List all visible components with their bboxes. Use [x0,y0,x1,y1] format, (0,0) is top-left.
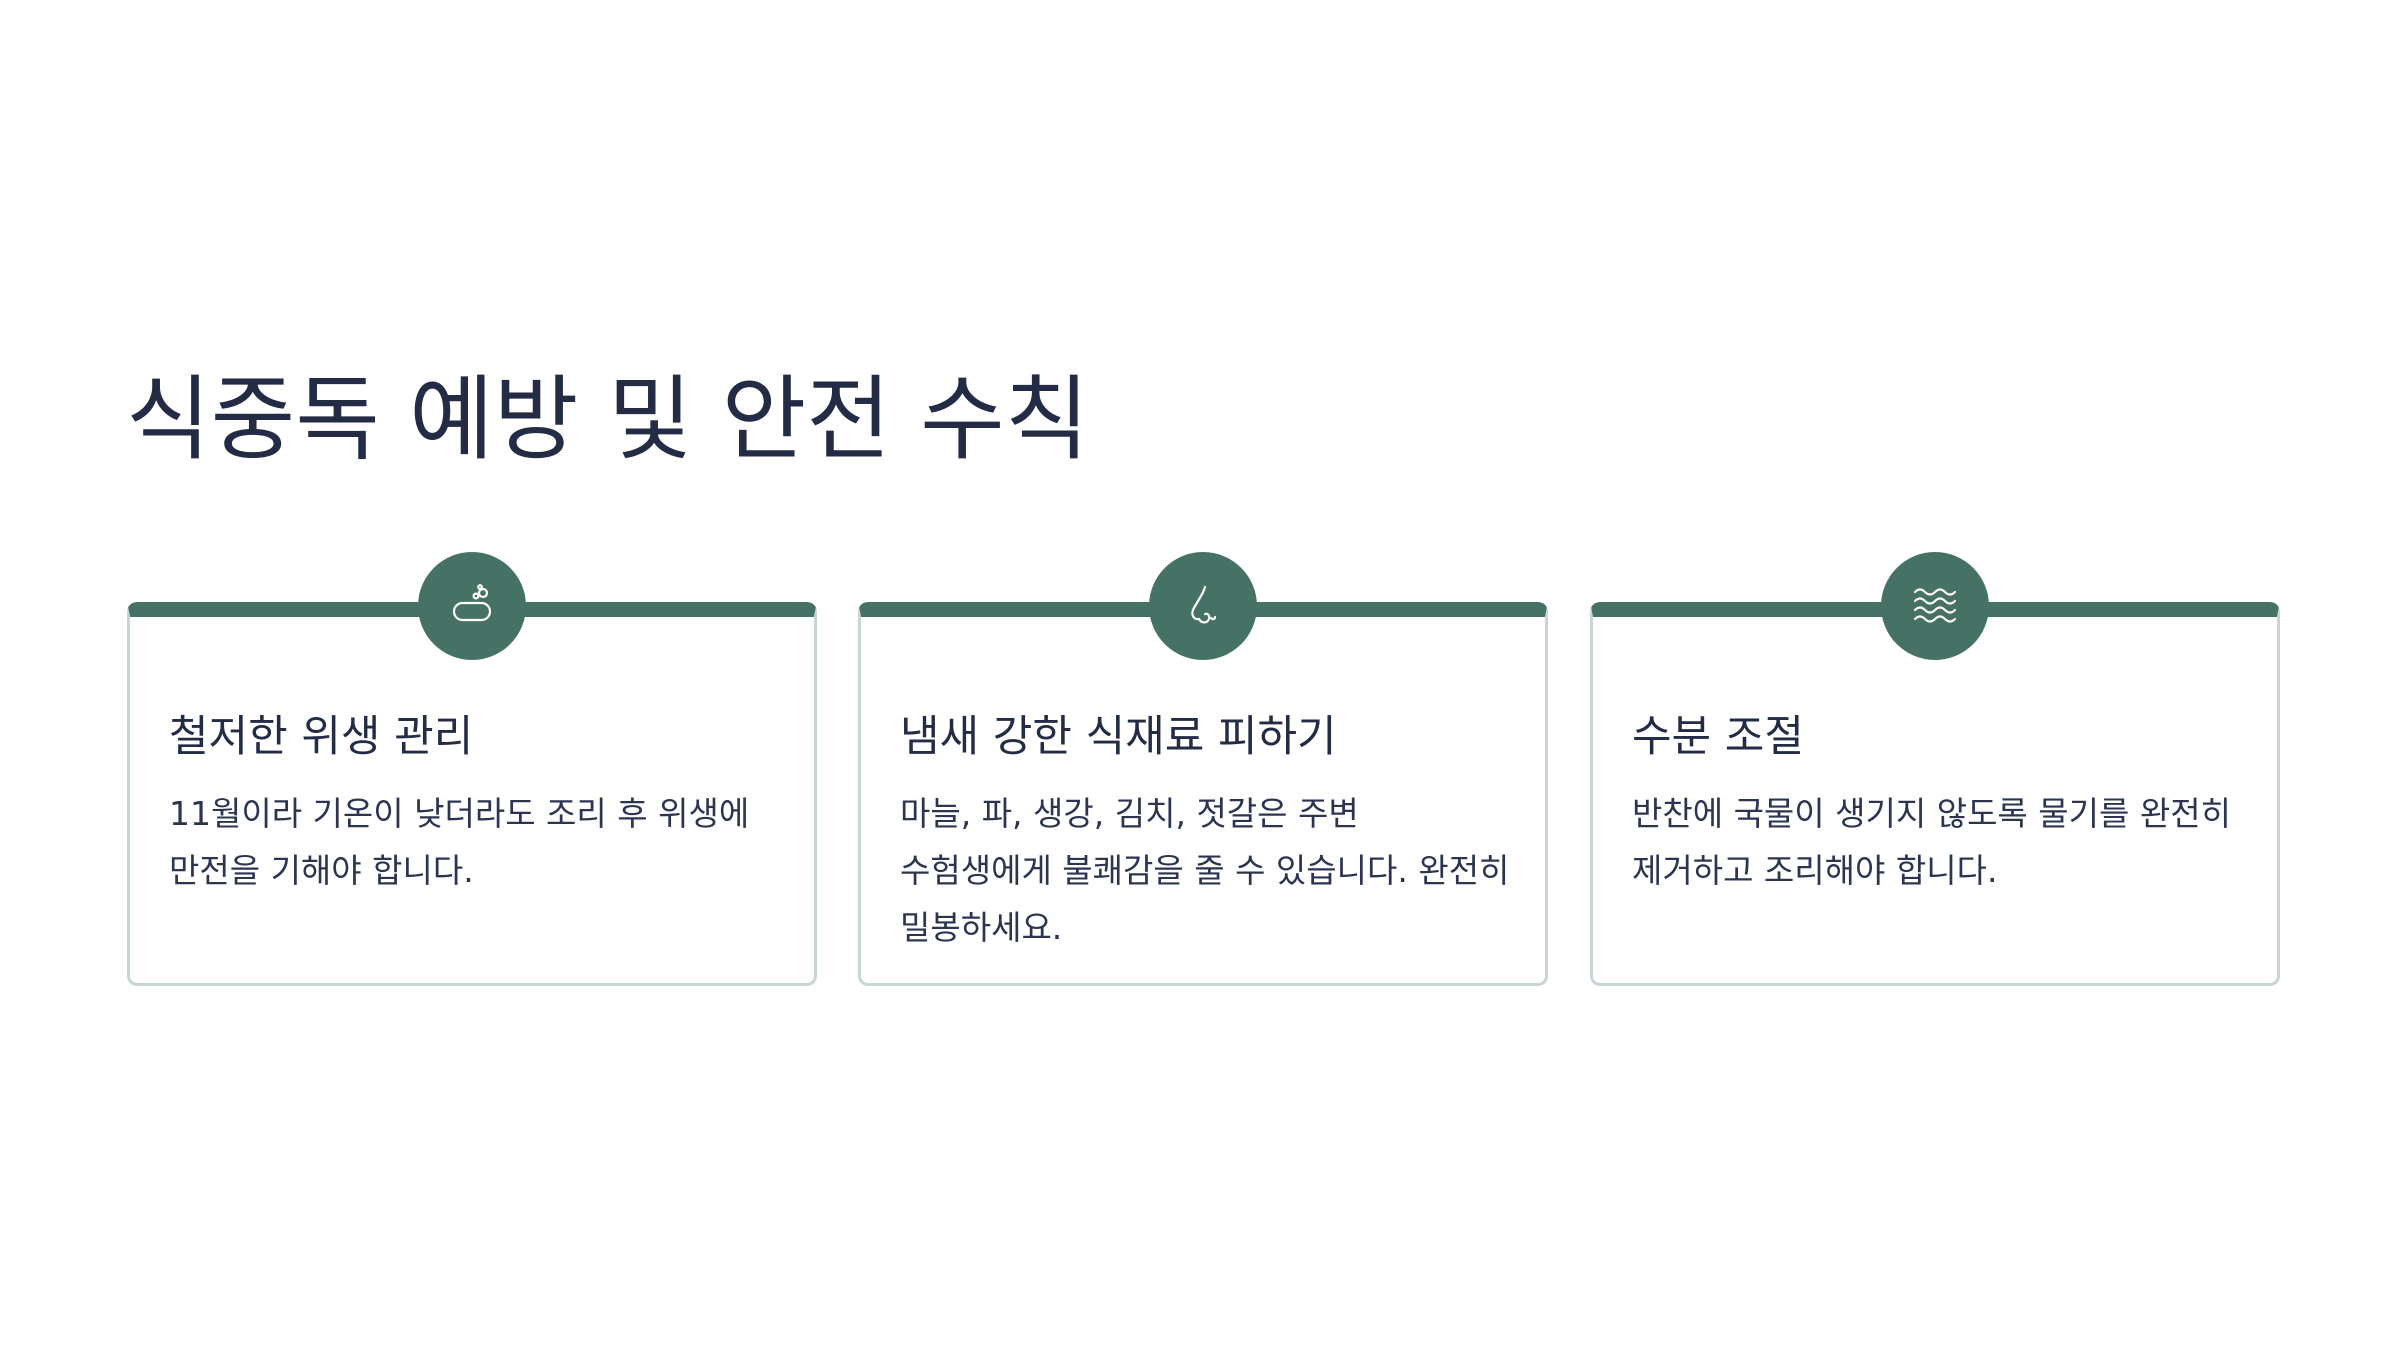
card-body: 11월이라 기온이 낮더라도 조리 후 위생에 만전을 기해야 합니다. [169,794,750,890]
card-hygiene: 철저한 위생 관리 11월이라 기온이 낮더라도 조리 후 위생에 만전을 기해… [127,552,817,986]
card-body: 마늘, 파, 생강, 김치, 젓갈은 주변 수험생에게 불쾌감을 줄 수 있습니… [900,794,1510,947]
card-title: 냄새 강한 식재료 피하기 [900,712,1337,762]
card-title: 철저한 위생 관리 [169,712,474,762]
icon-badge [1149,552,1257,660]
icon-badge [418,552,526,660]
icon-badge [1881,552,1989,660]
water-icon [1913,588,1957,623]
soap-icon [452,584,492,622]
card-avoid-smell: 냄새 강한 식재료 피하기 마늘, 파, 생강, 김치, 젓갈은 주변 수험생에… [858,552,1548,986]
card-moisture: 수분 조절 반찬에 국물이 생기지 않도록 물기를 완전히 제거하고 조리해야 … [1590,552,2280,986]
card-title: 수분 조절 [1632,712,1804,762]
card-body: 반찬에 국물이 생기지 않도록 물기를 완전히 제거하고 조리해야 합니다. [1632,794,2231,890]
nose-icon [1191,585,1217,624]
slide-title: 식중독 예방 및 안전 수칙 [126,366,1090,473]
